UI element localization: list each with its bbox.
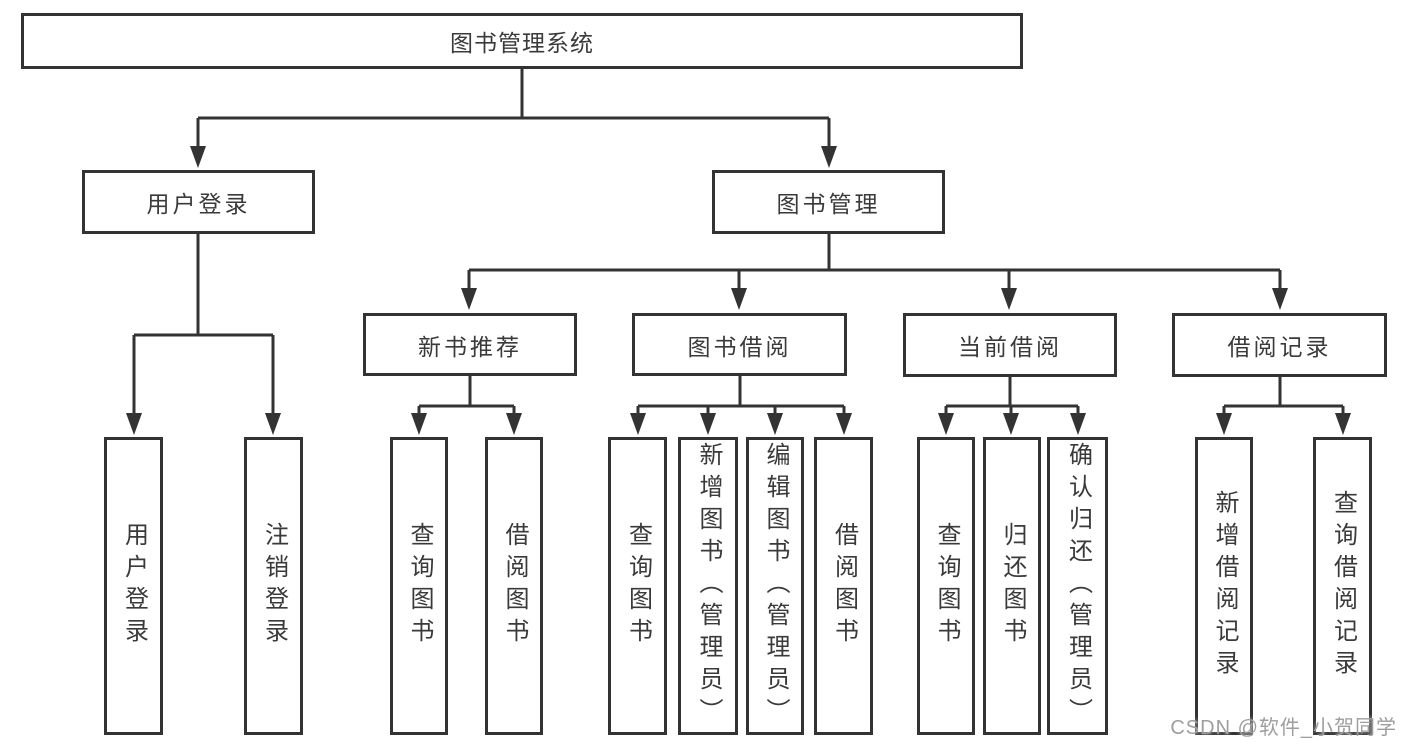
node-label: 归还图书 [999, 522, 1026, 650]
node-label: 图书管理 [776, 191, 881, 217]
node-user-login-group: 用户登录 [82, 170, 315, 234]
leaf-recommend-borrow-books: 借阅图书 [485, 437, 543, 735]
leaf-query-borrow-record: 查询借阅记录 [1313, 437, 1372, 735]
node-label: 新增借阅记录 [1211, 490, 1238, 682]
leaf-user-login: 用户登录 [104, 437, 163, 735]
node-label: 图书管理系统 [450, 30, 594, 56]
node-library-management-system: 图书管理系统 [21, 13, 1023, 69]
leaf-borrowing-borrow-books: 借阅图书 [814, 437, 873, 735]
node-label: 新增图书（管理员） [695, 442, 722, 730]
node-label: 查询图书 [933, 522, 960, 650]
leaf-edit-books-admin: 编辑图书（管理员） [746, 437, 804, 735]
node-new-book-recommendation: 新书推荐 [363, 313, 577, 376]
watermark-text: CSDN @软件_小贺同学 [1170, 717, 1397, 739]
node-label: 查询图书 [406, 522, 433, 650]
node-label: 用户登录 [146, 191, 251, 217]
node-current-borrowing: 当前借阅 [903, 313, 1117, 377]
node-label: 注销登录 [260, 522, 288, 650]
leaf-current-query-books: 查询图书 [917, 437, 975, 735]
node-label: 图书借阅 [687, 333, 792, 360]
leaf-add-borrow-record: 新增借阅记录 [1195, 437, 1253, 735]
node-label: 查询借阅记录 [1329, 490, 1357, 682]
node-label: 当前借阅 [958, 334, 1062, 360]
node-book-borrowing: 图书借阅 [632, 313, 847, 376]
node-label: 编辑图书（管理员） [762, 442, 789, 730]
node-label: 查询图书 [624, 522, 652, 650]
leaf-return-books: 归还图书 [983, 437, 1041, 735]
node-label: 借阅图书 [501, 522, 528, 650]
node-label: 确认归还（管理员） [1064, 442, 1092, 730]
node-label: 用户登录 [120, 522, 148, 650]
node-label: 借阅图书 [830, 522, 858, 650]
node-book-management: 图书管理 [712, 170, 945, 234]
node-borrowing-records: 借阅记录 [1172, 313, 1387, 377]
leaf-borrowing-query-books: 查询图书 [608, 437, 667, 735]
leaf-add-books-admin: 新增图书（管理员） [678, 437, 738, 735]
leaf-confirm-return-admin: 确认归还（管理员） [1047, 437, 1108, 735]
node-label: 借阅记录 [1227, 334, 1332, 360]
leaf-logout: 注销登录 [244, 437, 303, 735]
leaf-recommend-query-books: 查询图书 [390, 437, 448, 735]
node-label: 新书推荐 [418, 333, 522, 360]
